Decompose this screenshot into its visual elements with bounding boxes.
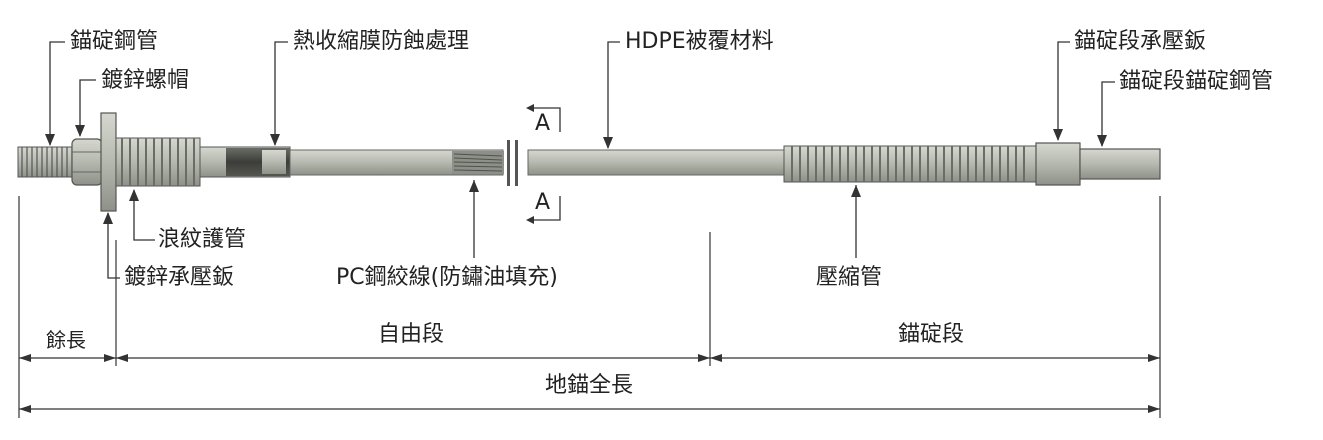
galvanized-nut bbox=[71, 138, 103, 186]
label-galvanized-nut: 鍍鋅螺帽 bbox=[101, 68, 190, 93]
dim-free-section: 自由段 bbox=[378, 322, 445, 347]
free-rod-right bbox=[527, 149, 785, 176]
label-anchor-strand: 錨碇鋼管 bbox=[70, 29, 159, 54]
label-anchor-steel-pipe: 錨碇段錨碇鋼管 bbox=[1119, 69, 1274, 94]
threaded-end bbox=[17, 146, 77, 178]
section-mark-bottom: A bbox=[535, 190, 551, 215]
galvanized-bearing-plate bbox=[100, 112, 117, 212]
section-mark-top: A bbox=[535, 111, 551, 136]
section-marks bbox=[534, 107, 561, 221]
anchor-corrugated-segment bbox=[783, 145, 1037, 183]
label-corrugated-sheath: 浪紋護管 bbox=[158, 227, 247, 252]
dim-excess-length: 餘長 bbox=[46, 328, 86, 352]
label-galvanized-plate: 鍍鋅承壓鈑 bbox=[124, 265, 235, 290]
leader-lines bbox=[49, 41, 1115, 279]
label-heat-shrink: 熱收縮膜防蝕處理 bbox=[293, 29, 470, 54]
corrugated-sheath bbox=[115, 137, 201, 187]
dim-total-length: 地錨全長 bbox=[545, 373, 634, 398]
anchor-bearing-plate bbox=[1035, 142, 1081, 186]
label-hdpe: HDPE被覆材料 bbox=[625, 29, 774, 54]
label-anchor-bearing-plate: 錨碇段承壓鈑 bbox=[1074, 29, 1207, 54]
arrowheads bbox=[45, 125, 1107, 224]
break-symbol bbox=[507, 140, 518, 186]
anchor-steel-pipe bbox=[1079, 148, 1161, 180]
dim-anchor-section: 錨碇段 bbox=[898, 322, 965, 347]
label-pc-strand: PC鋼絞線(防鏽油填充) bbox=[336, 265, 558, 290]
label-compression-pipe: 壓縮管 bbox=[816, 265, 883, 290]
dimension-lines bbox=[18, 196, 1161, 418]
heat-shrink-segment bbox=[199, 146, 291, 178]
